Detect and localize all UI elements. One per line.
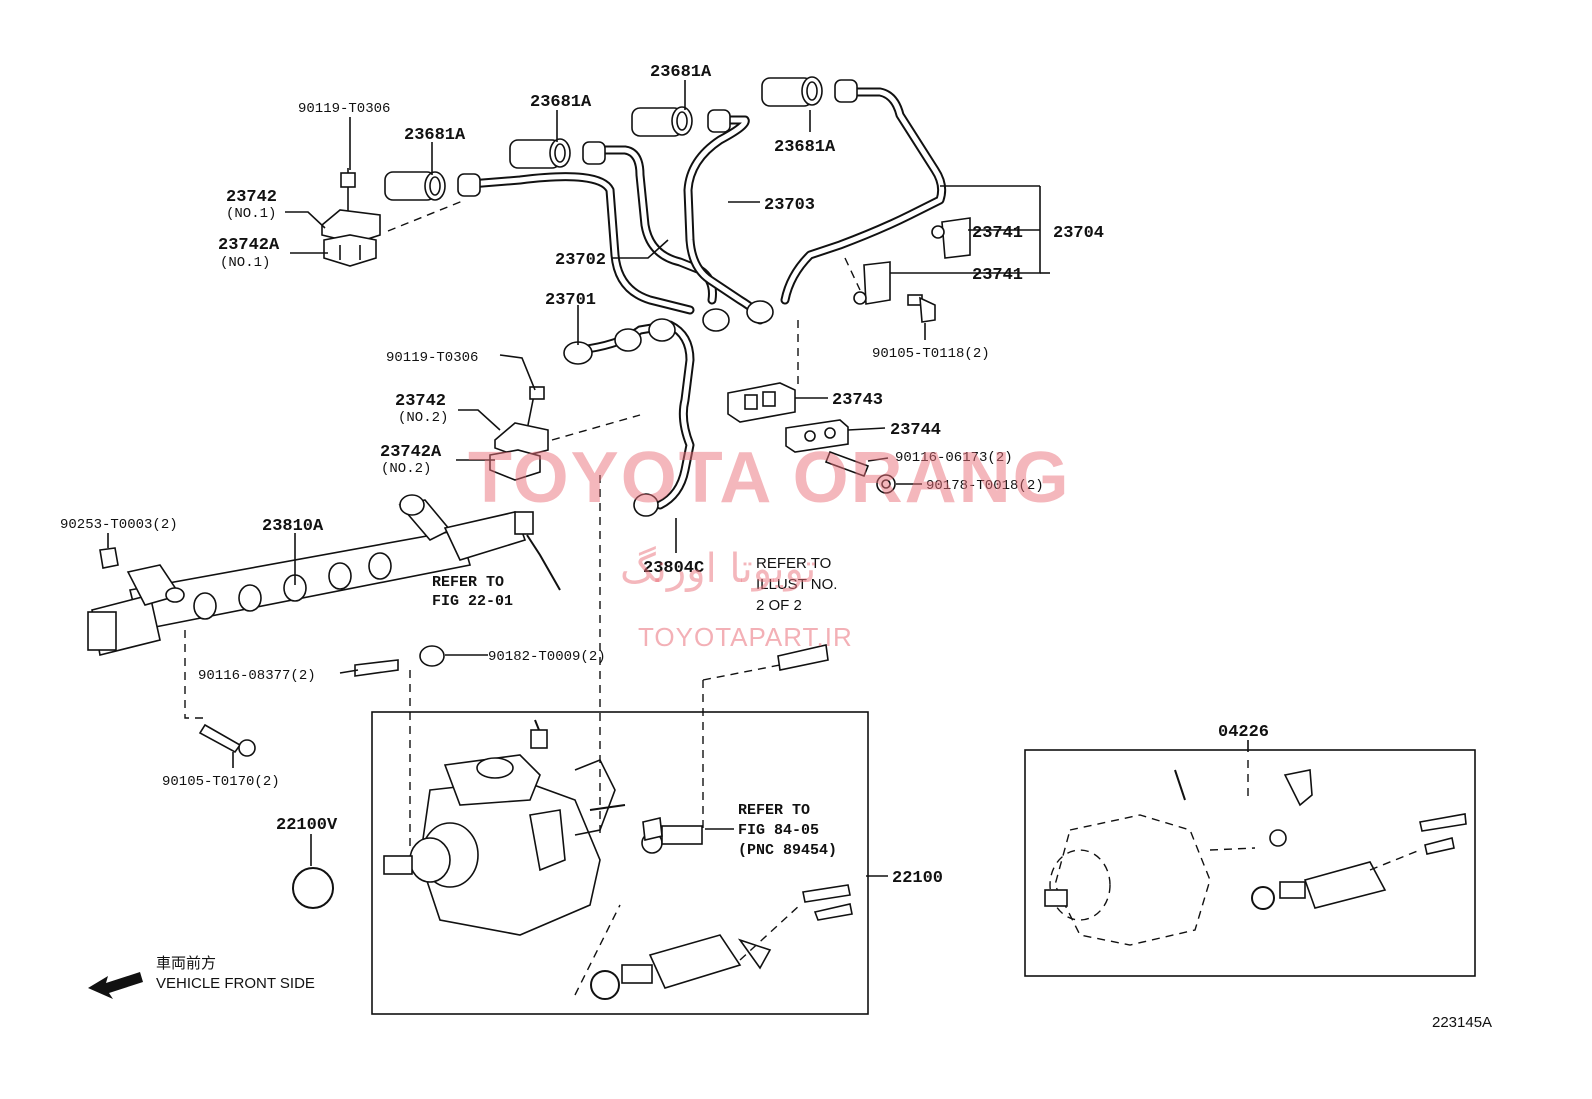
- gasket-kit-frame: [1024, 749, 1476, 977]
- label-23810a: 23810A: [262, 517, 324, 536]
- label-23804c: 23804C: [643, 559, 704, 578]
- label-04226: 04226: [1218, 723, 1269, 742]
- label-22100v: 22100V: [276, 816, 338, 835]
- pump-assembly-frame: [371, 711, 869, 1015]
- label-23681a-right: 23681A: [774, 138, 836, 157]
- refer-fig-84-line2: FIG 84-05: [738, 822, 819, 839]
- leader-lines: [107, 80, 1249, 877]
- clamp-23742-no1: [321, 168, 381, 267]
- refer-illust-line3: 2 OF 2: [756, 597, 802, 614]
- gasket-kit-04226: [1044, 769, 1467, 946]
- label-23704: 23704: [1053, 224, 1104, 243]
- label-23742-no2-sub: (NO.2): [398, 410, 448, 426]
- clamp-23742-no2: [489, 386, 549, 481]
- label-23681a-left: 23681A: [530, 93, 592, 112]
- label-23742-no1: 23742: [226, 188, 277, 207]
- clamp-23743-23744: [727, 382, 849, 453]
- nozzle-sleeve-1: [384, 171, 481, 201]
- refer-fig-22-line1: REFER TO: [432, 574, 504, 591]
- injection-pipes-drawing: [384, 76, 947, 517]
- pipe-nut-cluster: [563, 300, 774, 517]
- rail-fasteners: [198, 644, 829, 757]
- refer-note-illust: REFER TO ILLUST NO. 2 OF 2: [756, 555, 837, 614]
- label-90105-t0170: 90105-T0170(2): [162, 774, 280, 790]
- label-90116-08377: 90116-08377(2): [198, 668, 316, 684]
- part-labels: 23681A 23681A 23681A 23681A 90119-T0306 …: [60, 63, 1269, 888]
- bolt-90105-t0118: [907, 294, 936, 323]
- label-90178-t0018: 90178-T0018(2): [926, 478, 1044, 494]
- rail-outlet-ports: [193, 552, 392, 620]
- label-23743: 23743: [832, 391, 883, 410]
- label-23741-lower: 23741: [972, 266, 1023, 285]
- label-90116-06173: 90116-06173(2): [895, 450, 1013, 466]
- bracket-23741: [853, 217, 971, 305]
- refer-fig-84-line1: REFER TO: [738, 802, 810, 819]
- label-23742-no2: 23742: [395, 392, 446, 411]
- label-23742a-no1: 23742A: [218, 236, 280, 255]
- label-23681a-far-left: 23681A: [404, 126, 466, 145]
- label-90253-t0003: 90253-T0003(2): [60, 517, 178, 533]
- stud-and-nut: [824, 450, 896, 494]
- refer-fig-84-line3: (PNC 89454): [738, 842, 837, 859]
- label-90182-t0009: 90182-T0009(2): [488, 649, 606, 665]
- vehicle-front-indicator: 車両前方 VEHICLE FRONT SIDE: [88, 955, 315, 999]
- common-rail-23810a: [87, 494, 561, 656]
- watermark-persian: تویوتا اورنگ: [620, 546, 816, 592]
- watermark-site: TOYOTAPART.IR: [638, 622, 853, 652]
- label-23742a-no2: 23742A: [380, 443, 442, 462]
- o-ring-22100v: [292, 867, 334, 909]
- nozzle-sleeve-4: [761, 76, 858, 107]
- label-22100: 22100: [892, 869, 943, 888]
- refer-note-fig-22: REFER TO FIG 22-01: [432, 574, 513, 610]
- refer-illust-line1: REFER TO: [756, 555, 831, 572]
- orientation-japanese: 車両前方: [156, 955, 216, 972]
- label-23681a-top: 23681A: [650, 63, 712, 82]
- label-90119-t0306-lower: 90119-T0306: [386, 350, 478, 366]
- label-23742-no1-sub: (NO.1): [226, 206, 276, 222]
- label-23742a-no1-sub: (NO.1): [220, 255, 270, 271]
- watermark-brand: TOYOTA ORANG: [468, 438, 1071, 518]
- label-23703: 23703: [764, 196, 815, 215]
- label-23701: 23701: [545, 291, 596, 310]
- label-90119-t0306-upper: 90119-T0306: [298, 101, 390, 117]
- label-23702: 23702: [555, 251, 606, 270]
- suction-control-valve: [621, 934, 772, 989]
- label-90105-t0118: 90105-T0118(2): [872, 346, 990, 362]
- orientation-english: VEHICLE FRONT SIDE: [156, 975, 315, 992]
- label-23742a-no2-sub: (NO.2): [381, 461, 431, 477]
- nozzle-sleeve-2: [509, 138, 606, 169]
- supply-pump-22100: [383, 719, 853, 1000]
- nozzle-sleeve-3: [631, 106, 731, 137]
- refer-note-fig-84: REFER TO FIG 84-05 (PNC 89454): [738, 802, 837, 859]
- refer-fig-22-line2: FIG 22-01: [432, 593, 513, 610]
- label-23741-upper: 23741: [972, 224, 1023, 243]
- label-23744: 23744: [890, 421, 941, 440]
- refer-illust-line2: ILLUST NO.: [756, 576, 837, 593]
- front-arrow-icon: [88, 972, 143, 999]
- watermark: TOYOTA ORANG تویوتا اورنگ TOYOTAPART.IR: [468, 438, 1071, 652]
- illustration-id: 223145A: [1432, 1014, 1492, 1031]
- alignment-lines: [184, 199, 1421, 996]
